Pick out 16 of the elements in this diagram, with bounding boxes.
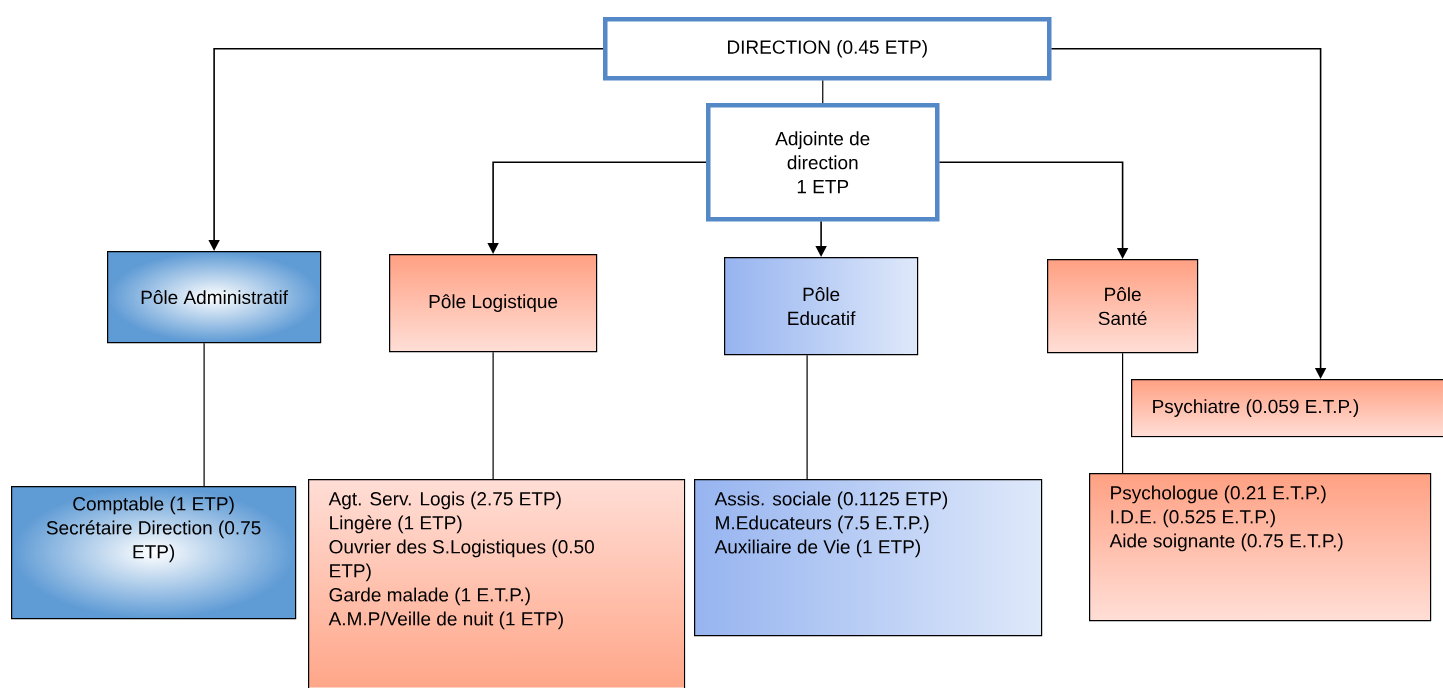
connector: [806, 354, 808, 480]
department-box: Pôle Santé: [1047, 259, 1199, 354]
connector: [203, 342, 205, 487]
connector: [492, 351, 494, 480]
staff-box: Agt. Serv. Logis (2.75 ETP) Lingère (1 ETP) Ouvrier des S.Logistiques (0.50 ETP) Garde malade (1 E.T.P.) A.M.P/Veille de nuit (1 ETP): [308, 479, 686, 688]
department-box: Pôle Educatif: [724, 257, 919, 356]
director-box: DIRECTION (0.45 ETP): [603, 17, 1052, 81]
staff-box: Psychologue (0.21 E.T.P.) I.D.E. (0.525 E.T.P.) Aide soignante (0.75 E.T.P.): [1089, 473, 1432, 622]
connector: [1122, 352, 1124, 474]
staff-box: Comptable (1 ETP) Secrétaire Direction (0.75 ETP): [11, 486, 297, 620]
connector: [822, 79, 824, 104]
department-box: Pôle Administratif: [107, 251, 322, 344]
deputy-box: Adjointe de direction 1 ETP: [706, 103, 940, 222]
staff-box: Psychiatre (0.059 E.T.P.): [1131, 379, 1443, 438]
staff-box: Assis. sociale (0.1125 ETP) M.Educateurs (7.5 E.T.P.) Auxiliaire de Vie (1 ETP): [694, 479, 1043, 637]
department-box: Pôle Logistique: [389, 254, 598, 353]
